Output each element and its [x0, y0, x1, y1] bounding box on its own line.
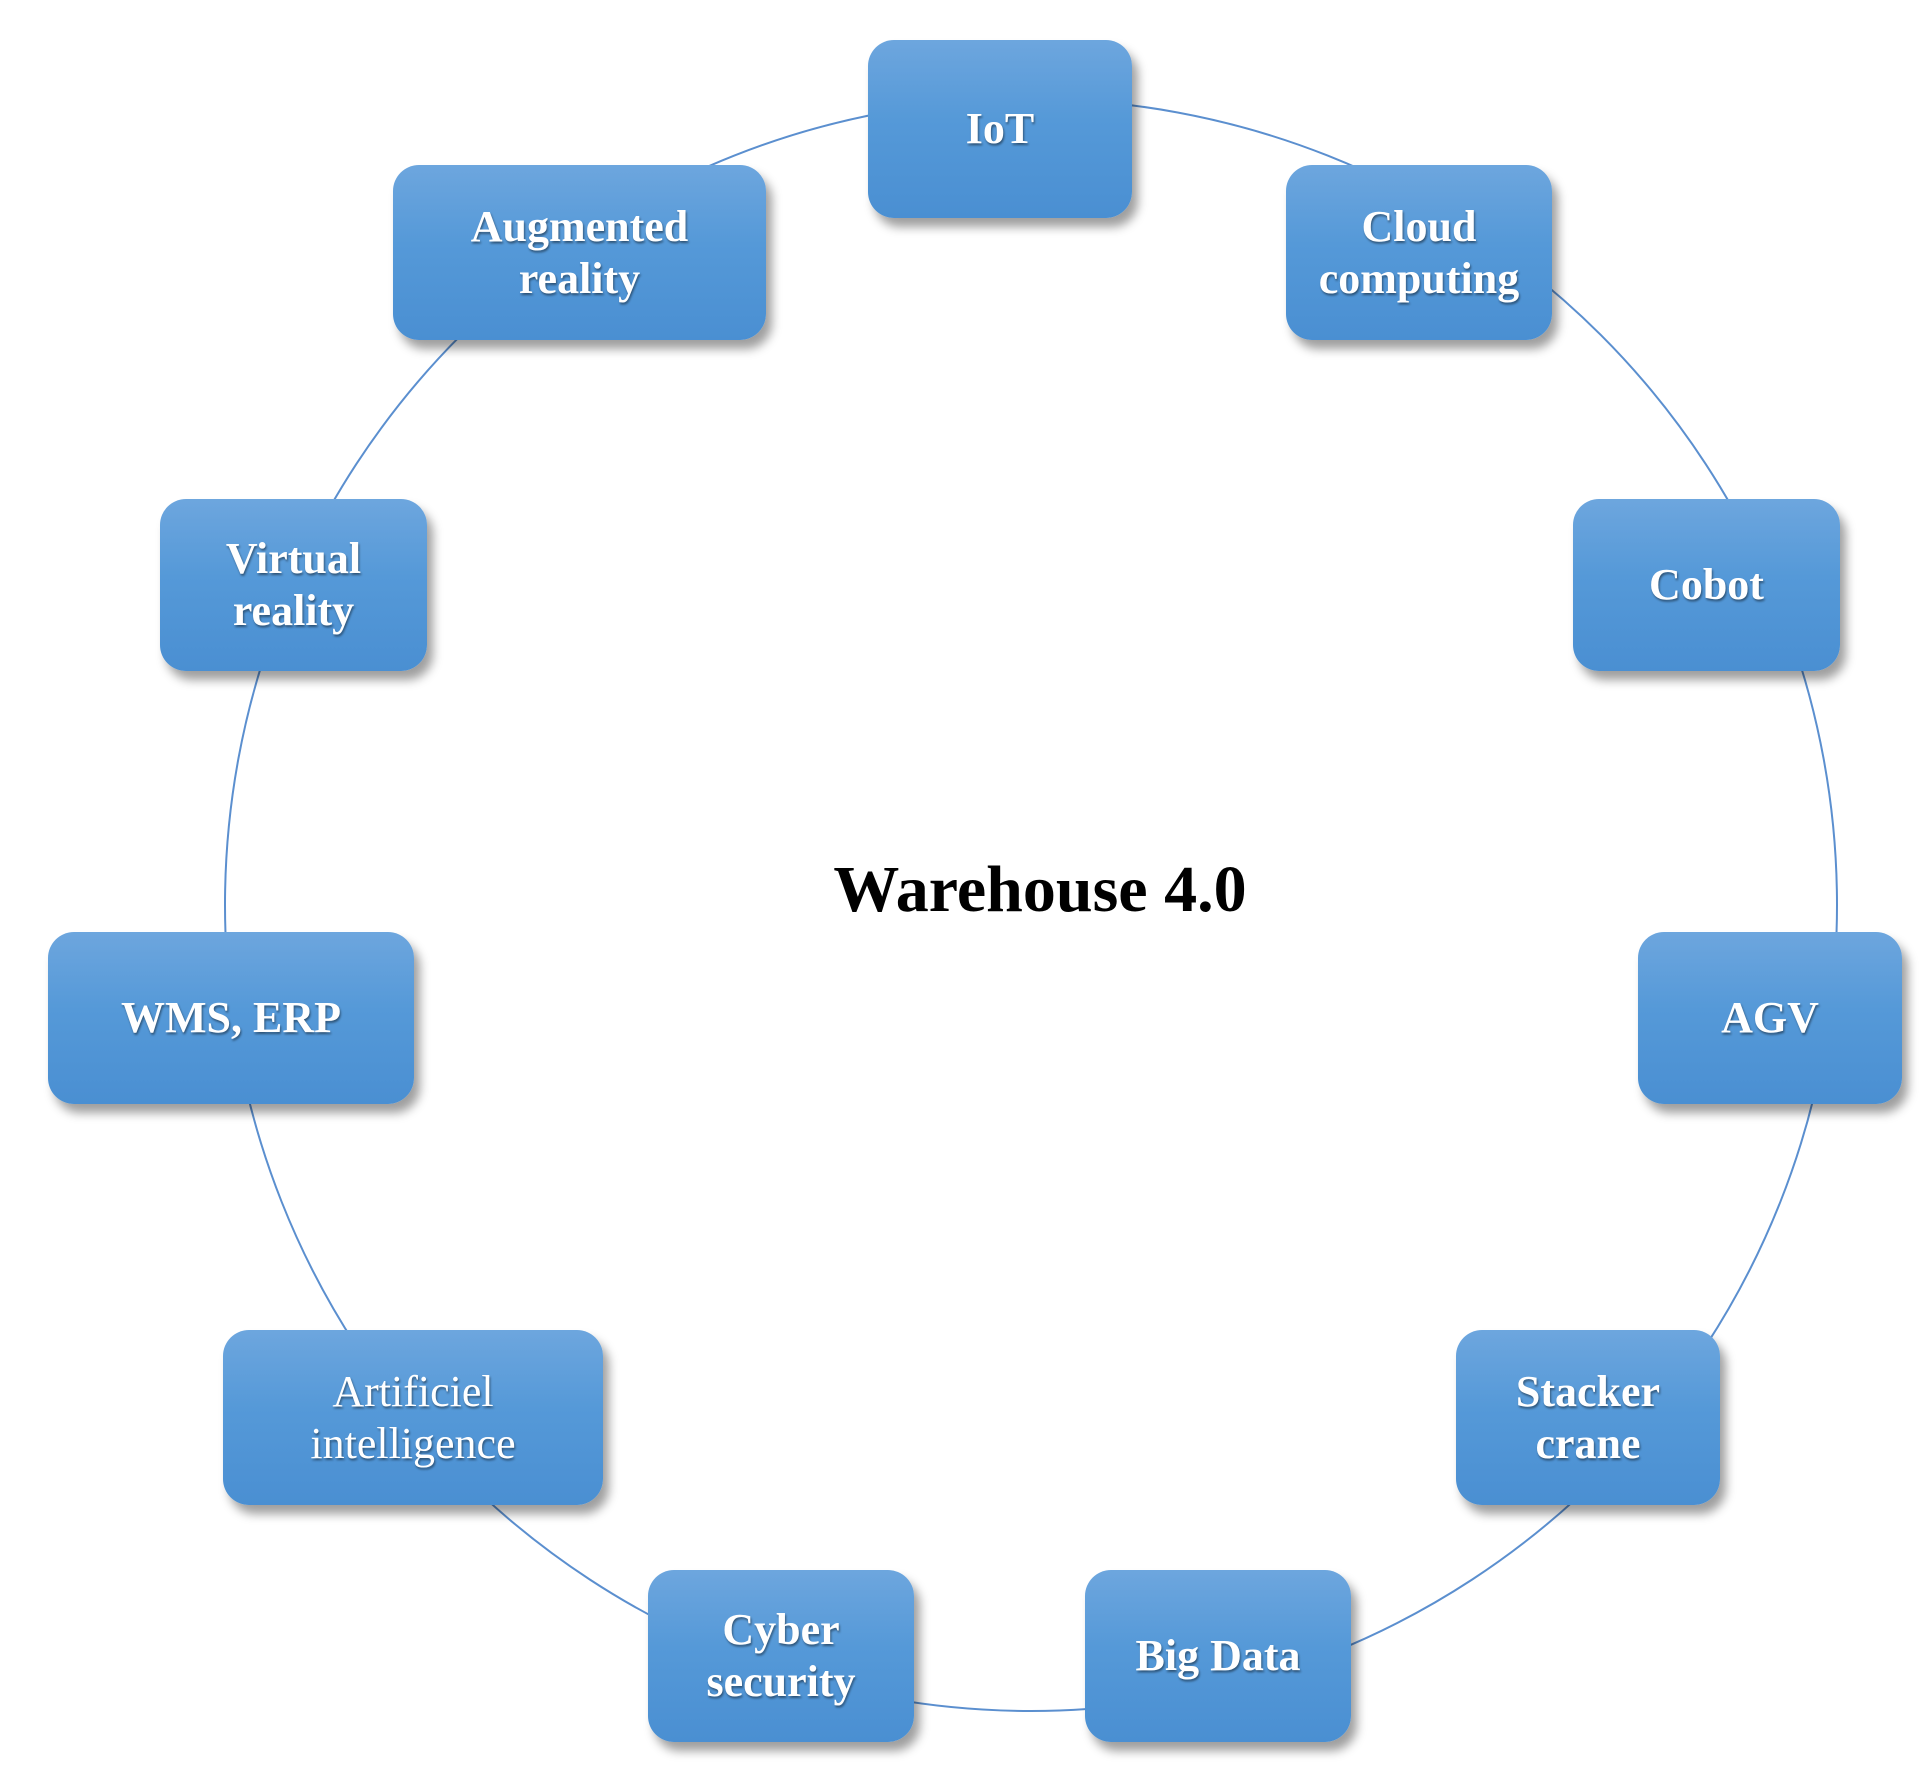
node-agv: AGV	[1638, 932, 1902, 1104]
agv-label-line: AGV	[1721, 993, 1819, 1042]
node-cobot: Cobot	[1573, 499, 1840, 671]
stacker-crane-label-line: crane	[1535, 1418, 1641, 1468]
node-big-data: Big Data	[1085, 1570, 1351, 1742]
artificiel-intelligence-label-line: intelligence	[310, 1418, 516, 1468]
wms-erp-label: WMS, ERP	[121, 992, 341, 1044]
cloud-computing-label-line: computing	[1318, 253, 1520, 303]
node-iot: IoT	[868, 40, 1132, 218]
cyber-security-label-line: security	[706, 1657, 856, 1706]
augmented-reality-label-line: Augmented	[470, 201, 689, 251]
center-title: Warehouse 4.0	[833, 853, 1247, 926]
cyber-security-label-line: Cyber	[722, 1605, 840, 1654]
node-wms-erp: WMS, ERP	[48, 932, 414, 1104]
wms-erp-label-line: WMS, ERP	[121, 993, 341, 1042]
stacker-crane-label-line: Stacker	[1515, 1366, 1661, 1416]
artificiel-intelligence-label-line: Artificiel	[332, 1366, 494, 1416]
iot-label: IoT	[966, 103, 1034, 155]
cobot-label: Cobot	[1649, 559, 1764, 611]
iot-label-line: IoT	[965, 104, 1035, 153]
big-data-label-line: Big Data	[1135, 1631, 1301, 1680]
augmented-reality-label-line: reality	[518, 253, 641, 303]
big-data-label: Big Data	[1136, 1630, 1301, 1682]
virtual-reality-label-line: reality	[232, 586, 355, 635]
cloud-computing-label-line: Cloud	[1361, 201, 1477, 251]
agv-label: AGV	[1721, 992, 1819, 1044]
cobot-label-line: Cobot	[1649, 560, 1764, 609]
virtual-reality-label-line: Virtual	[225, 534, 362, 583]
